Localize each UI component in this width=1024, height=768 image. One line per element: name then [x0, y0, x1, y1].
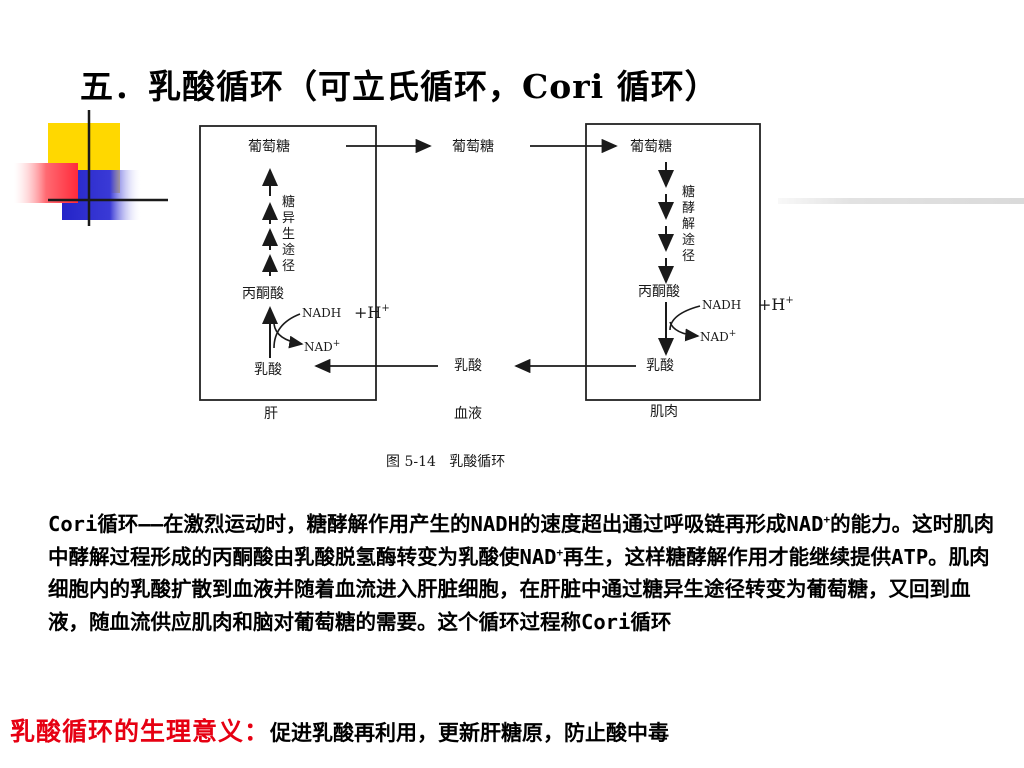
liver-nad: NAD+: [304, 339, 340, 354]
muscle-pathway-5: 径: [682, 249, 695, 264]
muscle-box: [585, 123, 761, 401]
nad-superscript-2: +: [556, 545, 564, 559]
muscle-pyruvate: 丙酮酸: [638, 284, 680, 300]
muscle-lactate: 乳酸: [646, 358, 674, 374]
muscle-h-plus: +H+: [758, 295, 794, 314]
liver-nad-curve: [273, 323, 304, 349]
physiological-significance: 乳酸循环的生理意义：促进乳酸再利用，更新肝糖原，防止酸中毒: [10, 712, 669, 748]
muscle-label: 肌肉: [650, 404, 678, 420]
liver-pathway-5: 径: [282, 259, 295, 274]
blood-lactate: 乳酸: [454, 358, 482, 374]
nad-superscript-1: +: [823, 513, 831, 527]
muscle-nadh: NADH: [702, 298, 741, 312]
liver-pathway-4: 途: [282, 242, 295, 258]
page-title: 五．乳酸循环（可立氏循环，Cori 循环）: [80, 67, 719, 106]
description-part-3: 再生，这样糖酵解作用才能继续提供ATP。肌肉细胞内的乳酸扩散到血液并随着血流进入…: [48, 544, 990, 634]
figure-caption: 图 5-14 乳酸循环: [386, 454, 505, 470]
liver-pathway-1: 糖: [282, 194, 295, 210]
liver-pathway-2: 异: [282, 211, 295, 226]
muscle-pathway-2: 酵: [682, 201, 695, 216]
description-part-2: 的能力。这时肌肉中酵解过程形成的丙酮酸由乳酸脱氢酶转变为乳酸使NAD: [48, 512, 995, 569]
liver-box: [199, 125, 377, 401]
decorative-rule: [778, 198, 1024, 204]
liver-pyruvate: 丙酮酸: [242, 286, 284, 302]
liver-nadh: NADH: [302, 306, 341, 320]
muscle-nadh-curve: [669, 305, 701, 331]
liver-lactate: 乳酸: [254, 362, 282, 378]
liver-glucose: 葡萄糖: [248, 139, 290, 155]
cori-cycle-diagram: 葡萄糖 糖 异 生 途 径 丙酮酸 NADH +H+ NAD+ 乳酸 肝 葡萄糖…: [199, 123, 794, 470]
significance-heading: 乳酸循环的生理意义：: [10, 717, 271, 746]
blood-label: 血液: [454, 406, 482, 422]
muscle-pathway-3: 解: [682, 217, 695, 232]
red-square: [14, 163, 78, 203]
cori-cycle-description: Cori循环——在激烈运动时，糖酵解作用产生的NADH的速度超出通过呼吸链再形成…: [48, 508, 998, 638]
muscle-pathway-1: 糖: [682, 184, 695, 200]
description-part-1: Cori循环——在激烈运动时，糖酵解作用产生的NADH的速度超出通过呼吸链再形成…: [48, 512, 824, 536]
muscle-nad-curve: [669, 321, 700, 342]
liver-label: 肝: [264, 406, 278, 422]
significance-text: 促进乳酸再利用，更新肝糖原，防止酸中毒: [270, 721, 670, 745]
muscle-pathway-4: 途: [682, 232, 695, 248]
liver-pathway-3: 生: [282, 227, 295, 242]
liver-h-plus: +H+: [354, 303, 390, 322]
liver-nadh-curve: [273, 313, 301, 349]
muscle-glucose: 葡萄糖: [630, 139, 672, 155]
decorative-squares: [14, 110, 168, 226]
blood-glucose: 葡萄糖: [452, 139, 494, 155]
muscle-nad: NAD+: [700, 329, 736, 344]
